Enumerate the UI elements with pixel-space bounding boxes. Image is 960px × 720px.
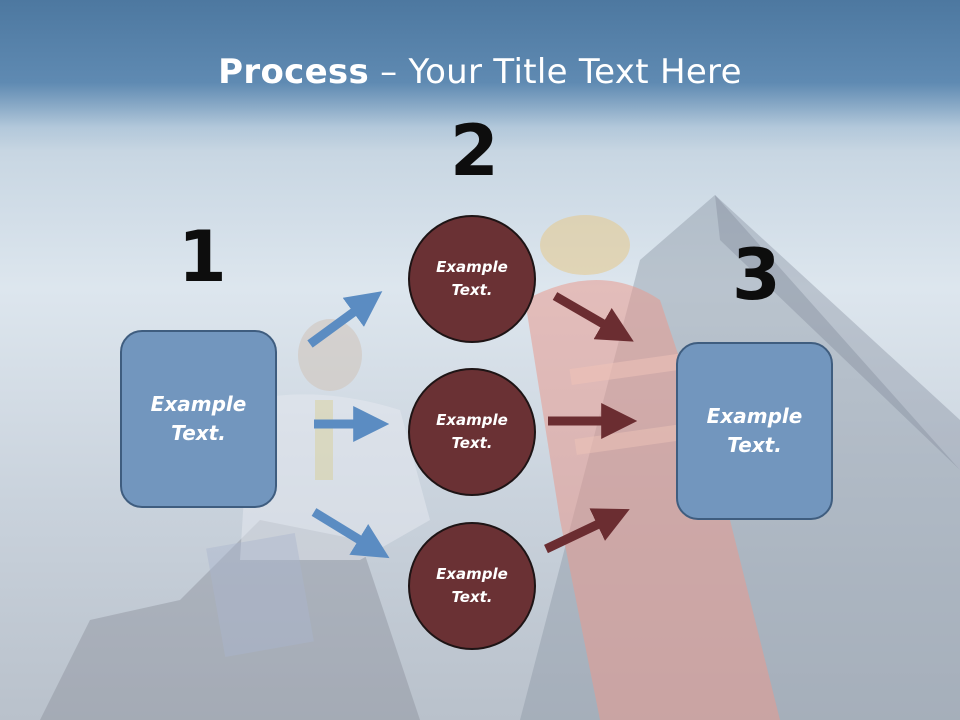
- step-2-text-top: Example Text.: [436, 258, 508, 299]
- title-bold: Process: [218, 52, 370, 92]
- step-2-circle-middle: Example Text.: [408, 368, 536, 496]
- step-2-text-middle: Example Text.: [436, 411, 508, 452]
- step-number-1: 1: [178, 216, 227, 298]
- step-2-text-bottom: Example Text.: [436, 565, 508, 606]
- title-rest: – Your Title Text Here: [369, 52, 742, 92]
- arrow-red-down: [552, 292, 634, 342]
- step-number-2: 2: [450, 110, 499, 192]
- step-2-circle-bottom: Example Text.: [408, 522, 536, 650]
- arrow-blue-down: [311, 508, 390, 559]
- arrow-red-up: [544, 508, 630, 554]
- step-1-text: Example Text.: [150, 392, 247, 445]
- step-3-box: Example Text.: [676, 342, 833, 520]
- step-number-3: 3: [732, 234, 781, 316]
- step-1-box: Example Text.: [120, 330, 277, 508]
- header-band: [0, 0, 960, 150]
- slide-title: Process – Your Title Text Here: [0, 52, 960, 92]
- step-3-text: Example Text.: [706, 404, 803, 457]
- step-2-circle-top: Example Text.: [408, 215, 536, 343]
- arrow-blue-up: [307, 291, 383, 348]
